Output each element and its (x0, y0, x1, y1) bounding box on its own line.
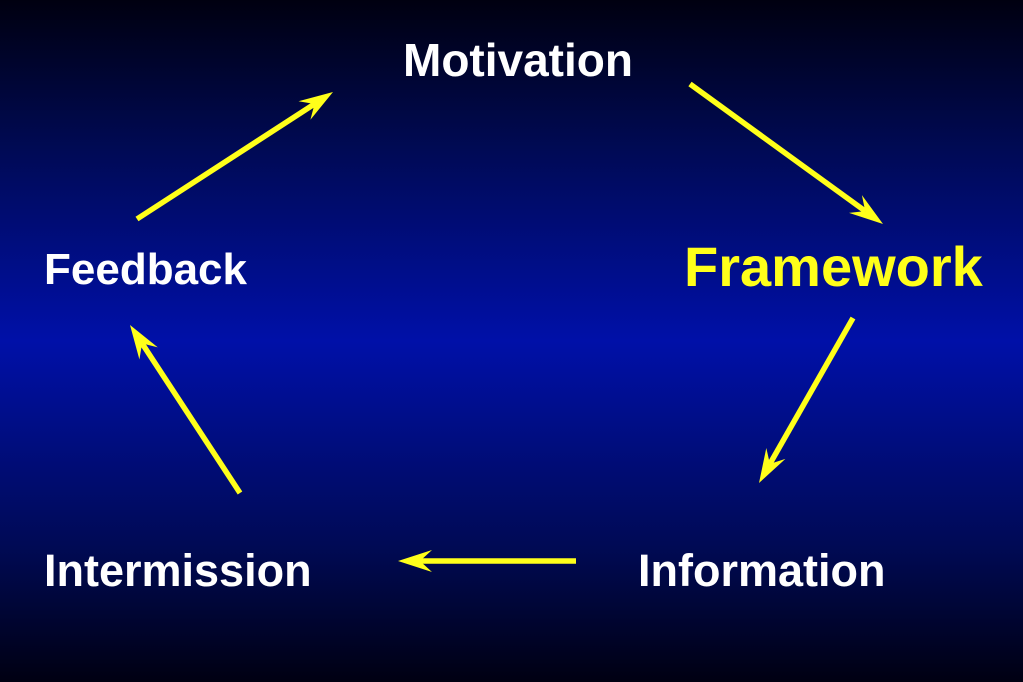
arrow-shaft (688, 81, 867, 214)
node-framework: Framework (684, 235, 983, 298)
arrow-framework-to-information (759, 316, 856, 483)
node-motivation: Motivation (403, 34, 633, 86)
arrow-shaft (767, 316, 856, 466)
node-information: Information (638, 545, 886, 596)
node-feedback: Feedback (44, 245, 247, 294)
arrow-intermission-to-feedback (130, 325, 243, 495)
arrow-shaft (135, 101, 317, 222)
arrow-head (298, 92, 333, 120)
arrow-motivation-to-framework (688, 81, 883, 224)
arrow-head (849, 195, 883, 224)
arrow-feedback-to-motivation (135, 92, 333, 222)
arrow-information-to-intermission (398, 550, 576, 572)
arrow-shaft (139, 341, 243, 495)
node-intermission: Intermission (44, 545, 312, 596)
arrow-head (759, 448, 786, 483)
arrow-head (130, 325, 158, 360)
arrow-head (398, 550, 432, 572)
